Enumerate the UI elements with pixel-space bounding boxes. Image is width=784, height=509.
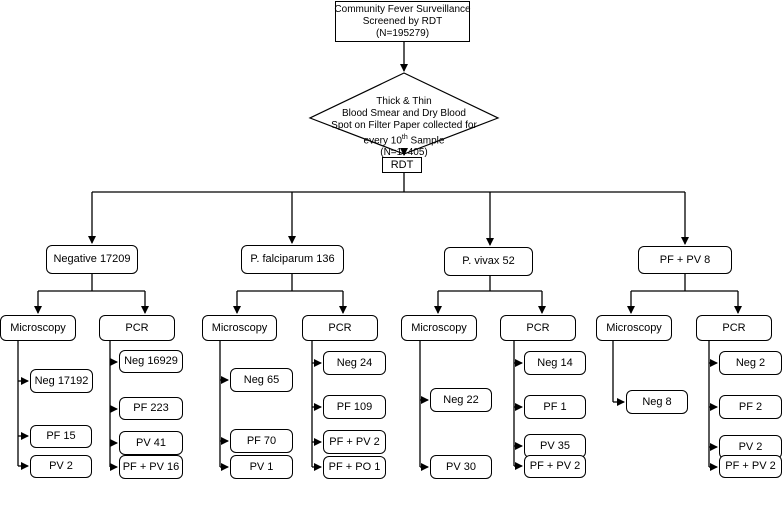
microscopy-box-1: Microscopy xyxy=(0,315,76,341)
rdt-box: RDT xyxy=(382,157,422,173)
result-box: Neg 65 xyxy=(230,368,293,392)
microscopy-box-2: Microscopy xyxy=(202,315,277,341)
result-box: PF 15 xyxy=(30,425,92,448)
pcr-box-4: PCR xyxy=(696,315,772,341)
pcr-box-3: PCR xyxy=(500,315,576,341)
result-box: Neg 8 xyxy=(626,390,688,414)
result-box: PF 223 xyxy=(119,397,183,420)
result-box: PF + PV 16 xyxy=(119,455,183,479)
result-box: PV 35 xyxy=(524,434,586,458)
top-box-line2: Screened by RDT xyxy=(362,15,443,27)
microscopy-box-3: Microscopy xyxy=(401,315,477,341)
result-box: PF + PO 1 xyxy=(323,456,386,479)
group-pf-box: P. falciparum 136 xyxy=(241,245,344,274)
result-box: PV 1 xyxy=(230,455,293,479)
result-box: PF 70 xyxy=(230,429,293,453)
top-box-line3: (N=195279) xyxy=(375,27,430,39)
result-box: PV 41 xyxy=(119,431,183,455)
top-box: Community Fever Surveillance Screened by… xyxy=(334,1,471,42)
result-box: PF + PV 2 xyxy=(524,455,586,478)
result-box: Neg 2 xyxy=(719,351,782,375)
pcr-box-1: PCR xyxy=(99,315,175,341)
pcr-box-2: PCR xyxy=(302,315,378,341)
group-pv-box: P. vivax 52 xyxy=(444,247,533,276)
result-box: Neg 17192 xyxy=(30,369,93,393)
decision-line2: Blood Smear and Dry Blood xyxy=(342,108,466,119)
result-box: PF 1 xyxy=(524,395,586,419)
group-negative-box: Negative 17209 xyxy=(46,245,138,274)
result-box: Neg 16929 xyxy=(119,350,183,373)
result-box: PV 30 xyxy=(430,455,492,479)
result-box: PF + PV 2 xyxy=(719,455,782,478)
decision-line4-sup: th xyxy=(401,134,408,141)
result-box: Neg 14 xyxy=(524,351,586,375)
top-box-line1: Community Fever Surveillance xyxy=(334,3,471,15)
result-box: PF 2 xyxy=(719,395,782,419)
result-box: PF + PV 2 xyxy=(323,430,386,454)
decision-line4-pre: every 10 xyxy=(363,135,402,147)
result-box: Neg 24 xyxy=(323,351,386,375)
decision-text: Thick & Thin Blood Smear and Dry Blood S… xyxy=(318,96,490,159)
decision-line5: (N=17405) xyxy=(380,147,428,159)
result-box: PF 109 xyxy=(323,395,386,419)
group-pfpv-box: PF + PV 8 xyxy=(638,246,732,274)
decision-line3: Spot on Filter Paper collected for xyxy=(331,120,477,131)
result-box: PV 2 xyxy=(30,455,92,478)
decision-line4: every 10th Sample xyxy=(318,132,490,147)
result-box: Neg 22 xyxy=(430,388,492,412)
microscopy-box-4: Microscopy xyxy=(596,315,672,341)
decision-line1: Thick & Thin xyxy=(376,96,432,107)
decision-line4-post: Sample xyxy=(407,135,445,147)
